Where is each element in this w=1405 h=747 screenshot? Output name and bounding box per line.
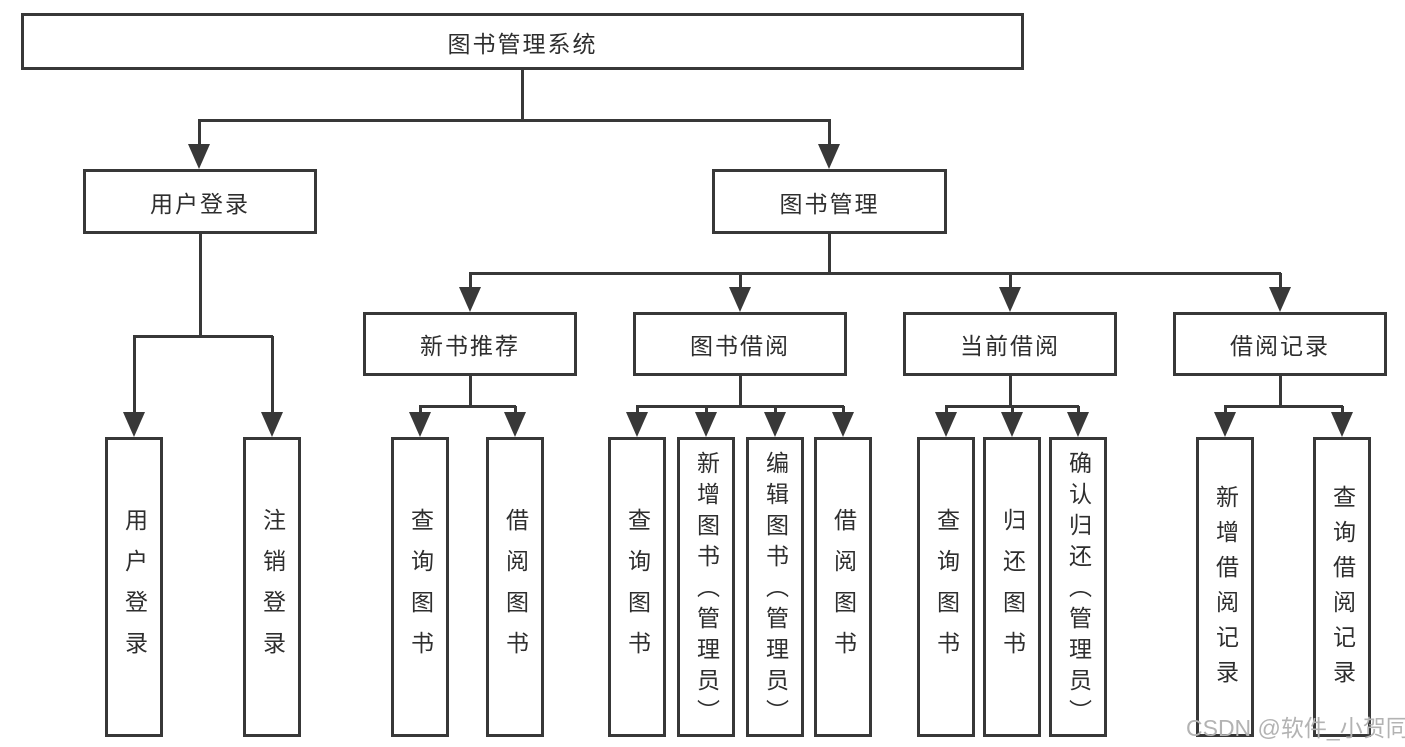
node-current-borrow: 当前借阅 — [903, 312, 1117, 376]
leaf-add-book-admin: 新增图书（管理员） — [677, 437, 735, 737]
arrow-current-query — [935, 406, 957, 437]
arrow-to-logout-leaf — [261, 336, 283, 437]
leaf-add-borrow-record: 新增借阅记录 — [1196, 437, 1254, 737]
arrow-to-book-borrow — [729, 273, 751, 312]
node-borrow-records: 借阅记录 — [1173, 312, 1387, 376]
arrow-borrow-add — [695, 406, 717, 437]
arrow-borrow-edit — [764, 406, 786, 437]
leaf-newbook-borrow-books: 借阅图书 — [486, 437, 544, 737]
connector-book-mgmt-vline — [827, 234, 831, 273]
arrow-records-query — [1331, 406, 1353, 437]
arrow-to-new-book — [459, 273, 481, 312]
connector-records-vline — [1278, 376, 1282, 406]
arrow-to-borrow-records — [1269, 273, 1291, 312]
node-root: 图书管理系统 — [21, 13, 1024, 70]
leaf-user-login: 用户登录 — [105, 437, 163, 737]
leaf-query-borrow-record: 查询借阅记录 — [1313, 437, 1371, 737]
arrow-new-book-query — [409, 406, 431, 437]
arrow-borrow-query — [626, 406, 648, 437]
node-user-login: 用户登录 — [83, 169, 317, 234]
csdn-watermark: CSDN @软件_小贺同学 — [1186, 715, 1405, 741]
arrow-records-add — [1214, 406, 1236, 437]
arrow-new-book-borrow — [504, 406, 526, 437]
leaf-borrow-query-books: 查询图书 — [608, 437, 666, 737]
node-new-book-recommend: 新书推荐 — [363, 312, 577, 376]
arrow-current-confirm — [1067, 406, 1089, 437]
connector-current-borrow-vline — [1008, 376, 1012, 406]
leaf-return-books: 归还图书 — [983, 437, 1041, 737]
arrow-to-user-login-leaf — [123, 336, 145, 437]
connector-user-login-hline — [133, 334, 273, 338]
leaf-edit-book-admin: 编辑图书（管理员） — [746, 437, 804, 737]
arrow-current-return — [1001, 406, 1023, 437]
connector-book-borrow-vline — [738, 376, 742, 406]
connector-root-vline — [520, 70, 524, 120]
leaf-borrow-borrow-books: 借阅图书 — [814, 437, 872, 737]
connector-new-book-vline — [468, 376, 472, 406]
node-book-management: 图书管理 — [712, 169, 947, 234]
connector-new-book-hline — [419, 404, 516, 408]
connector-level2-hline — [198, 118, 831, 122]
arrow-to-user-login — [188, 120, 210, 169]
leaf-current-query-books: 查询图书 — [917, 437, 975, 737]
node-book-borrow: 图书借阅 — [633, 312, 847, 376]
connector-level3-hline — [469, 271, 1281, 275]
leaf-newbook-query-books: 查询图书 — [391, 437, 449, 737]
leaf-confirm-return-admin: 确认归还（管理员） — [1049, 437, 1107, 737]
arrow-to-book-management — [818, 120, 840, 169]
leaf-logout: 注销登录 — [243, 437, 301, 737]
arrow-to-current-borrow — [999, 273, 1021, 312]
connector-book-borrow-hline — [636, 404, 844, 408]
connector-records-hline — [1224, 404, 1343, 408]
arrow-borrow-borrow — [832, 406, 854, 437]
connector-user-login-vline — [198, 234, 202, 336]
